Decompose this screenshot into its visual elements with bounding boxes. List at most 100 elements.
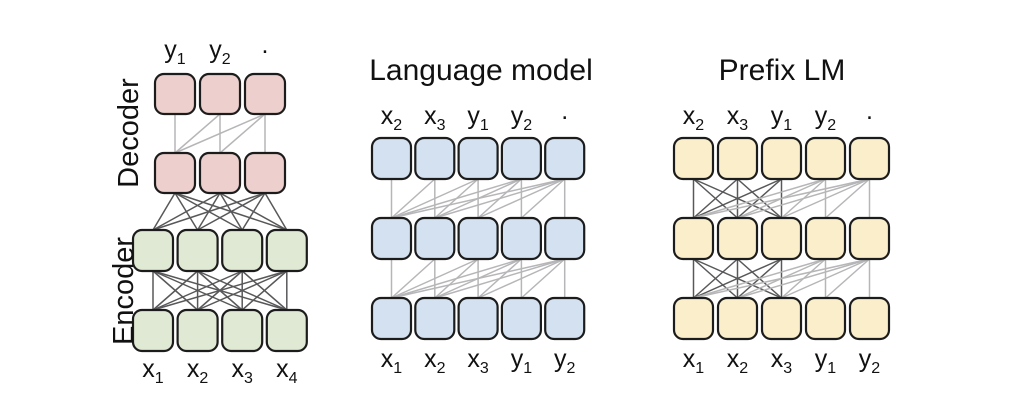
causal-attention-line xyxy=(737,178,870,219)
prefix-lm-box-r0-c1 xyxy=(716,136,759,181)
causal-attention-line xyxy=(477,258,566,299)
prefix-lm-box-r0-c0 xyxy=(672,136,715,181)
encoder-decoder-box-r3-c1 xyxy=(176,308,219,353)
full-attention-line xyxy=(693,178,738,219)
causal-attention-line xyxy=(390,178,436,219)
token-label: y1 xyxy=(771,102,793,134)
language-model-box-r1-c1 xyxy=(414,216,456,261)
token-label: y1 xyxy=(815,345,837,377)
token-label: x1 xyxy=(142,355,164,387)
encoder-decoder-box-r3-c0 xyxy=(131,308,175,353)
language-model-box-r1-c0 xyxy=(370,216,413,261)
full-attention-line xyxy=(241,192,266,231)
causal-attention-line xyxy=(693,258,870,299)
token-label: y2 xyxy=(815,102,837,134)
full-attention-line xyxy=(693,258,782,299)
prefix-lm-box-r0-c2 xyxy=(760,136,803,181)
language-model-box-r0-c1 xyxy=(414,136,456,181)
language-model-box-r2-c4 xyxy=(544,296,586,341)
causal-attention-line xyxy=(390,258,436,299)
full-attention-line xyxy=(693,258,738,299)
token-label: y2 xyxy=(511,102,533,134)
causal-attention-line xyxy=(174,113,266,154)
encoder-decoder-box-r3-c2 xyxy=(221,308,264,353)
causal-attention-line xyxy=(737,258,870,299)
causal-attention-line xyxy=(174,113,221,154)
causal-attention-line xyxy=(391,258,565,299)
token-label: . xyxy=(866,97,873,125)
prefix-lm-box-r1-c3 xyxy=(804,216,847,261)
prefix-lm-box-r1-c4 xyxy=(848,216,891,261)
token-label: . xyxy=(262,31,269,59)
causal-attention-line xyxy=(693,178,870,219)
full-attention-line xyxy=(152,192,266,231)
token-label: x2 xyxy=(381,102,403,134)
language-model-box-r1-c4 xyxy=(544,216,586,261)
token-label: y1 xyxy=(511,345,533,377)
diagram-title: Language model xyxy=(369,54,593,87)
prefix-lm-box-r1-c1 xyxy=(716,216,759,261)
full-attention-line xyxy=(693,178,782,219)
causal-attention-line xyxy=(477,178,566,219)
full-attention-line xyxy=(264,192,288,231)
full-attention-line xyxy=(152,192,176,231)
prefix-lm-box-r2-c1 xyxy=(716,296,759,341)
encoder-decoder-box-r1-c2 xyxy=(243,151,287,195)
causal-attention-line xyxy=(693,178,826,219)
encoder-decoder-box-r0-c0 xyxy=(153,72,197,116)
token-label: x1 xyxy=(381,345,403,377)
token-label: y2 xyxy=(209,36,231,68)
token-label: x2 xyxy=(187,355,209,387)
encoder-decoder-box-r2-c0 xyxy=(131,228,175,273)
token-label: y1 xyxy=(467,102,489,134)
encoder-decoder-box-r0-c1 xyxy=(198,72,242,116)
token-label: y2 xyxy=(554,345,576,377)
prefix-lm-box-r0-c3 xyxy=(804,136,847,181)
encoder-decoder-box-r2-c1 xyxy=(176,228,219,273)
prefix-lm-box-r0-c4 xyxy=(848,136,891,181)
language-model-box-r0-c0 xyxy=(370,136,413,181)
token-label: x2 xyxy=(424,345,446,377)
token-label: x3 xyxy=(467,345,489,377)
token-label: x1 xyxy=(683,345,705,377)
prefix-lm-box-r1-c0 xyxy=(672,216,715,261)
language-model-box-r0-c3 xyxy=(500,136,542,181)
causal-attention-line xyxy=(391,258,479,299)
full-attention-line xyxy=(241,270,288,311)
language-model-box-r0-c2 xyxy=(457,136,499,181)
token-label: x2 xyxy=(727,345,749,377)
full-attention-line xyxy=(152,192,221,231)
token-label: y1 xyxy=(164,36,186,68)
causal-attention-line xyxy=(693,258,826,299)
causal-attention-line xyxy=(391,258,522,299)
prefix-lm-box-r2-c0 xyxy=(672,296,715,341)
language-model-box-r0-c4 xyxy=(544,136,586,181)
causal-attention-line xyxy=(825,178,870,219)
causal-attention-line xyxy=(391,178,522,219)
full-attention-line xyxy=(152,270,199,311)
full-attention-line xyxy=(152,270,288,311)
prefix-lm-box-r1-c2 xyxy=(760,216,803,261)
diagram-title: Prefix LM xyxy=(719,54,846,87)
encoder-decoder-box-r0-c2 xyxy=(243,72,287,116)
token-label: x3 xyxy=(727,102,749,134)
language-model-box-r1-c2 xyxy=(457,216,499,261)
causal-attention-line xyxy=(391,178,565,219)
prefix-lm-box-r2-c3 xyxy=(804,296,847,341)
token-label: . xyxy=(561,97,568,125)
token-label: x4 xyxy=(276,355,298,387)
causal-attention-line xyxy=(219,113,266,154)
language-model-box-r2-c0 xyxy=(370,296,413,341)
language-model-box-r2-c2 xyxy=(457,296,499,341)
encoder-decoder-box-r1-c0 xyxy=(153,151,197,195)
full-attention-line xyxy=(152,270,243,311)
prefix-lm-box-r2-c2 xyxy=(760,296,803,341)
side-label-encoder: Encoder xyxy=(108,237,140,345)
causal-attention-line xyxy=(781,258,870,299)
encoder-decoder-box-r1-c1 xyxy=(198,151,242,195)
